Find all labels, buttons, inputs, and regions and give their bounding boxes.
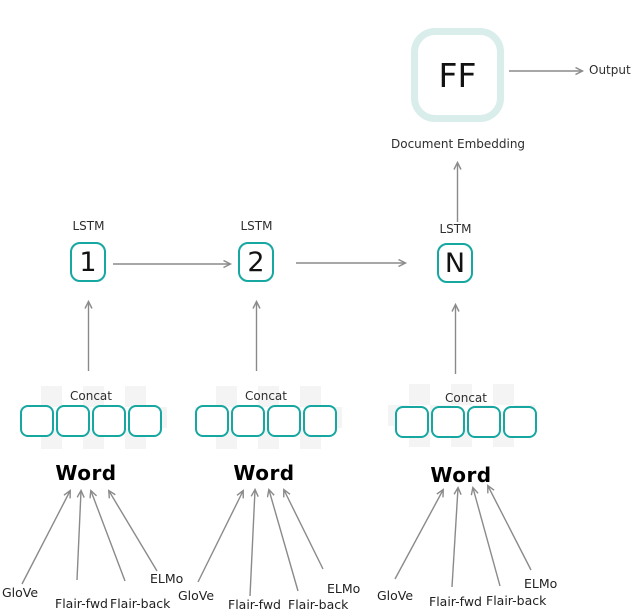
concat-label-1: Concat xyxy=(70,389,112,403)
concat-slot xyxy=(431,406,465,438)
arrow-elmo-to-word-3 xyxy=(488,486,532,571)
arrow-flairfwd-to-word-1 xyxy=(76,491,81,581)
word-label-2: Word xyxy=(233,461,295,485)
arrow-glove-to-word-2 xyxy=(197,491,243,583)
concat-slot xyxy=(92,405,126,437)
arrow-glove-to-word-3 xyxy=(394,490,443,580)
concat-label-3: Concat xyxy=(445,391,487,405)
lstm-cell-1: 1 xyxy=(70,242,106,282)
concat-slot xyxy=(503,406,537,438)
embedding-label-flairback-3: Flair-back xyxy=(486,593,547,608)
output-label: Output xyxy=(589,63,631,77)
embedding-label-flairfwd-2: Flair-fwd xyxy=(228,597,281,612)
lstm-cell-value-1: 1 xyxy=(79,246,97,278)
embedding-label-glove-3: GloVe xyxy=(377,588,414,603)
concat-slot xyxy=(20,405,54,437)
concat-label-2: Concat xyxy=(245,389,287,403)
embedding-label-elmo-3: ELMo xyxy=(524,576,558,591)
arrow-flairback-to-word-2 xyxy=(269,490,299,592)
arrow-flairfwd-to-word-3 xyxy=(451,488,458,588)
lstm-label-1: LSTM xyxy=(72,219,105,233)
arrow-elmo-to-word-2 xyxy=(284,490,324,570)
arrow-flairfwd-to-word-2 xyxy=(249,490,255,597)
embedding-label-elmo-2: ELMo xyxy=(327,581,361,596)
embedding-label-glove-1: GloVe xyxy=(2,585,39,600)
concat-slot xyxy=(395,406,429,438)
arrow-elmo-to-word-1 xyxy=(109,491,158,572)
lstm-cell-value-2: 2 xyxy=(247,246,265,278)
concat-slot xyxy=(231,405,265,437)
lstm-label-2: LSTM xyxy=(240,219,273,233)
lstm-cell-value-3: N xyxy=(444,247,466,279)
document-embedding-label: Document Embedding xyxy=(391,137,526,151)
embedding-label-glove-2: GloVe xyxy=(178,588,215,603)
concat-slot xyxy=(128,405,162,437)
concat-slot xyxy=(195,405,229,437)
embedding-label-flairback-2: Flair-back xyxy=(288,597,349,612)
lstm-cell-3: N xyxy=(437,243,473,283)
arrow-flairback-to-word-3 xyxy=(473,488,501,587)
arrow-glove-to-word-1 xyxy=(21,491,70,585)
concat-slot xyxy=(267,405,301,437)
lstm-label-3: LSTM xyxy=(439,222,472,236)
concat-slot xyxy=(467,406,501,438)
embedding-label-flairback-1: Flair-back xyxy=(110,596,171,611)
word-label-3: Word xyxy=(430,463,492,487)
embedding-label-flairfwd-1: Flair-fwd xyxy=(55,596,108,611)
lstm-cell-2: 2 xyxy=(238,242,274,282)
embedding-label-elmo-1: ELMo xyxy=(150,571,184,586)
ff-box: FF xyxy=(411,28,504,122)
word-label-1: Word xyxy=(55,461,117,485)
embedding-label-flairfwd-3: Flair-fwd xyxy=(429,594,482,609)
arrow-flairback-to-word-1 xyxy=(91,491,126,582)
concat-slot xyxy=(56,405,90,437)
ff-label: FF xyxy=(438,55,477,95)
concat-slot xyxy=(303,405,337,437)
